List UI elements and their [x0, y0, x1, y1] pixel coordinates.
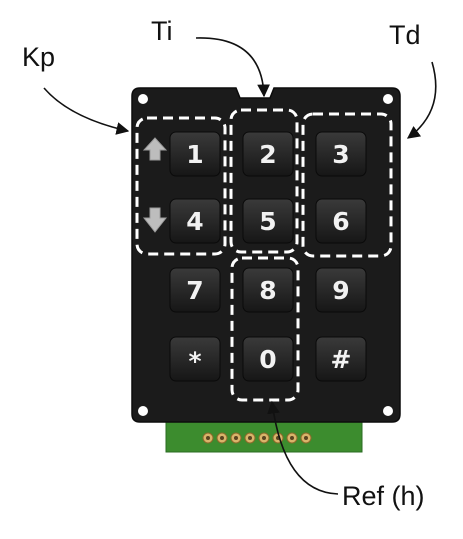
- key-0[interactable]: 0: [243, 337, 293, 381]
- key-label: 4: [186, 207, 203, 236]
- key-1[interactable]: 1: [170, 132, 220, 176]
- pcb-pin-hole: [304, 436, 308, 440]
- key-label: 1: [186, 140, 203, 169]
- ti-label: Ti: [151, 18, 173, 45]
- key-label: 6: [332, 207, 349, 236]
- ref-label: Ref (h): [342, 483, 425, 510]
- key-6[interactable]: 6: [316, 199, 366, 243]
- key-label: 2: [259, 140, 276, 169]
- kp-label: Kp: [22, 44, 55, 71]
- key-star[interactable]: *: [170, 337, 220, 381]
- pcb-pin-hole: [290, 436, 294, 440]
- key-2[interactable]: 2: [243, 132, 293, 176]
- key-3[interactable]: 3: [316, 132, 366, 176]
- key-9[interactable]: 9: [316, 268, 366, 312]
- key-label: #: [331, 345, 352, 374]
- pcb-pin-hole: [262, 436, 266, 440]
- key-label: 0: [259, 345, 276, 374]
- td-callout-arrow: [408, 62, 436, 138]
- mount-hole-top-left: [138, 94, 148, 104]
- key-label: *: [188, 347, 201, 376]
- key-8[interactable]: 8: [243, 268, 293, 312]
- key-label: 3: [332, 140, 349, 169]
- pcb-pin-hole: [248, 436, 252, 440]
- pcb-pin-hole: [220, 436, 224, 440]
- key-5[interactable]: 5: [243, 199, 293, 243]
- td-label: Td: [389, 22, 421, 49]
- mount-hole-bottom-right: [383, 406, 393, 416]
- kp-callout-arrow: [44, 88, 128, 131]
- key-7[interactable]: 7: [170, 268, 220, 312]
- key-label: 9: [332, 276, 349, 305]
- mount-hole-top-right: [383, 94, 393, 104]
- key-label: 8: [259, 276, 276, 305]
- key-hash[interactable]: #: [316, 337, 366, 381]
- pcb-pin-hole: [206, 436, 210, 440]
- key-label: 7: [186, 276, 203, 305]
- key-4[interactable]: 4: [170, 199, 220, 243]
- pcb-pin-hole: [234, 436, 238, 440]
- mount-hole-bottom-left: [138, 406, 148, 416]
- key-label: 5: [259, 207, 276, 236]
